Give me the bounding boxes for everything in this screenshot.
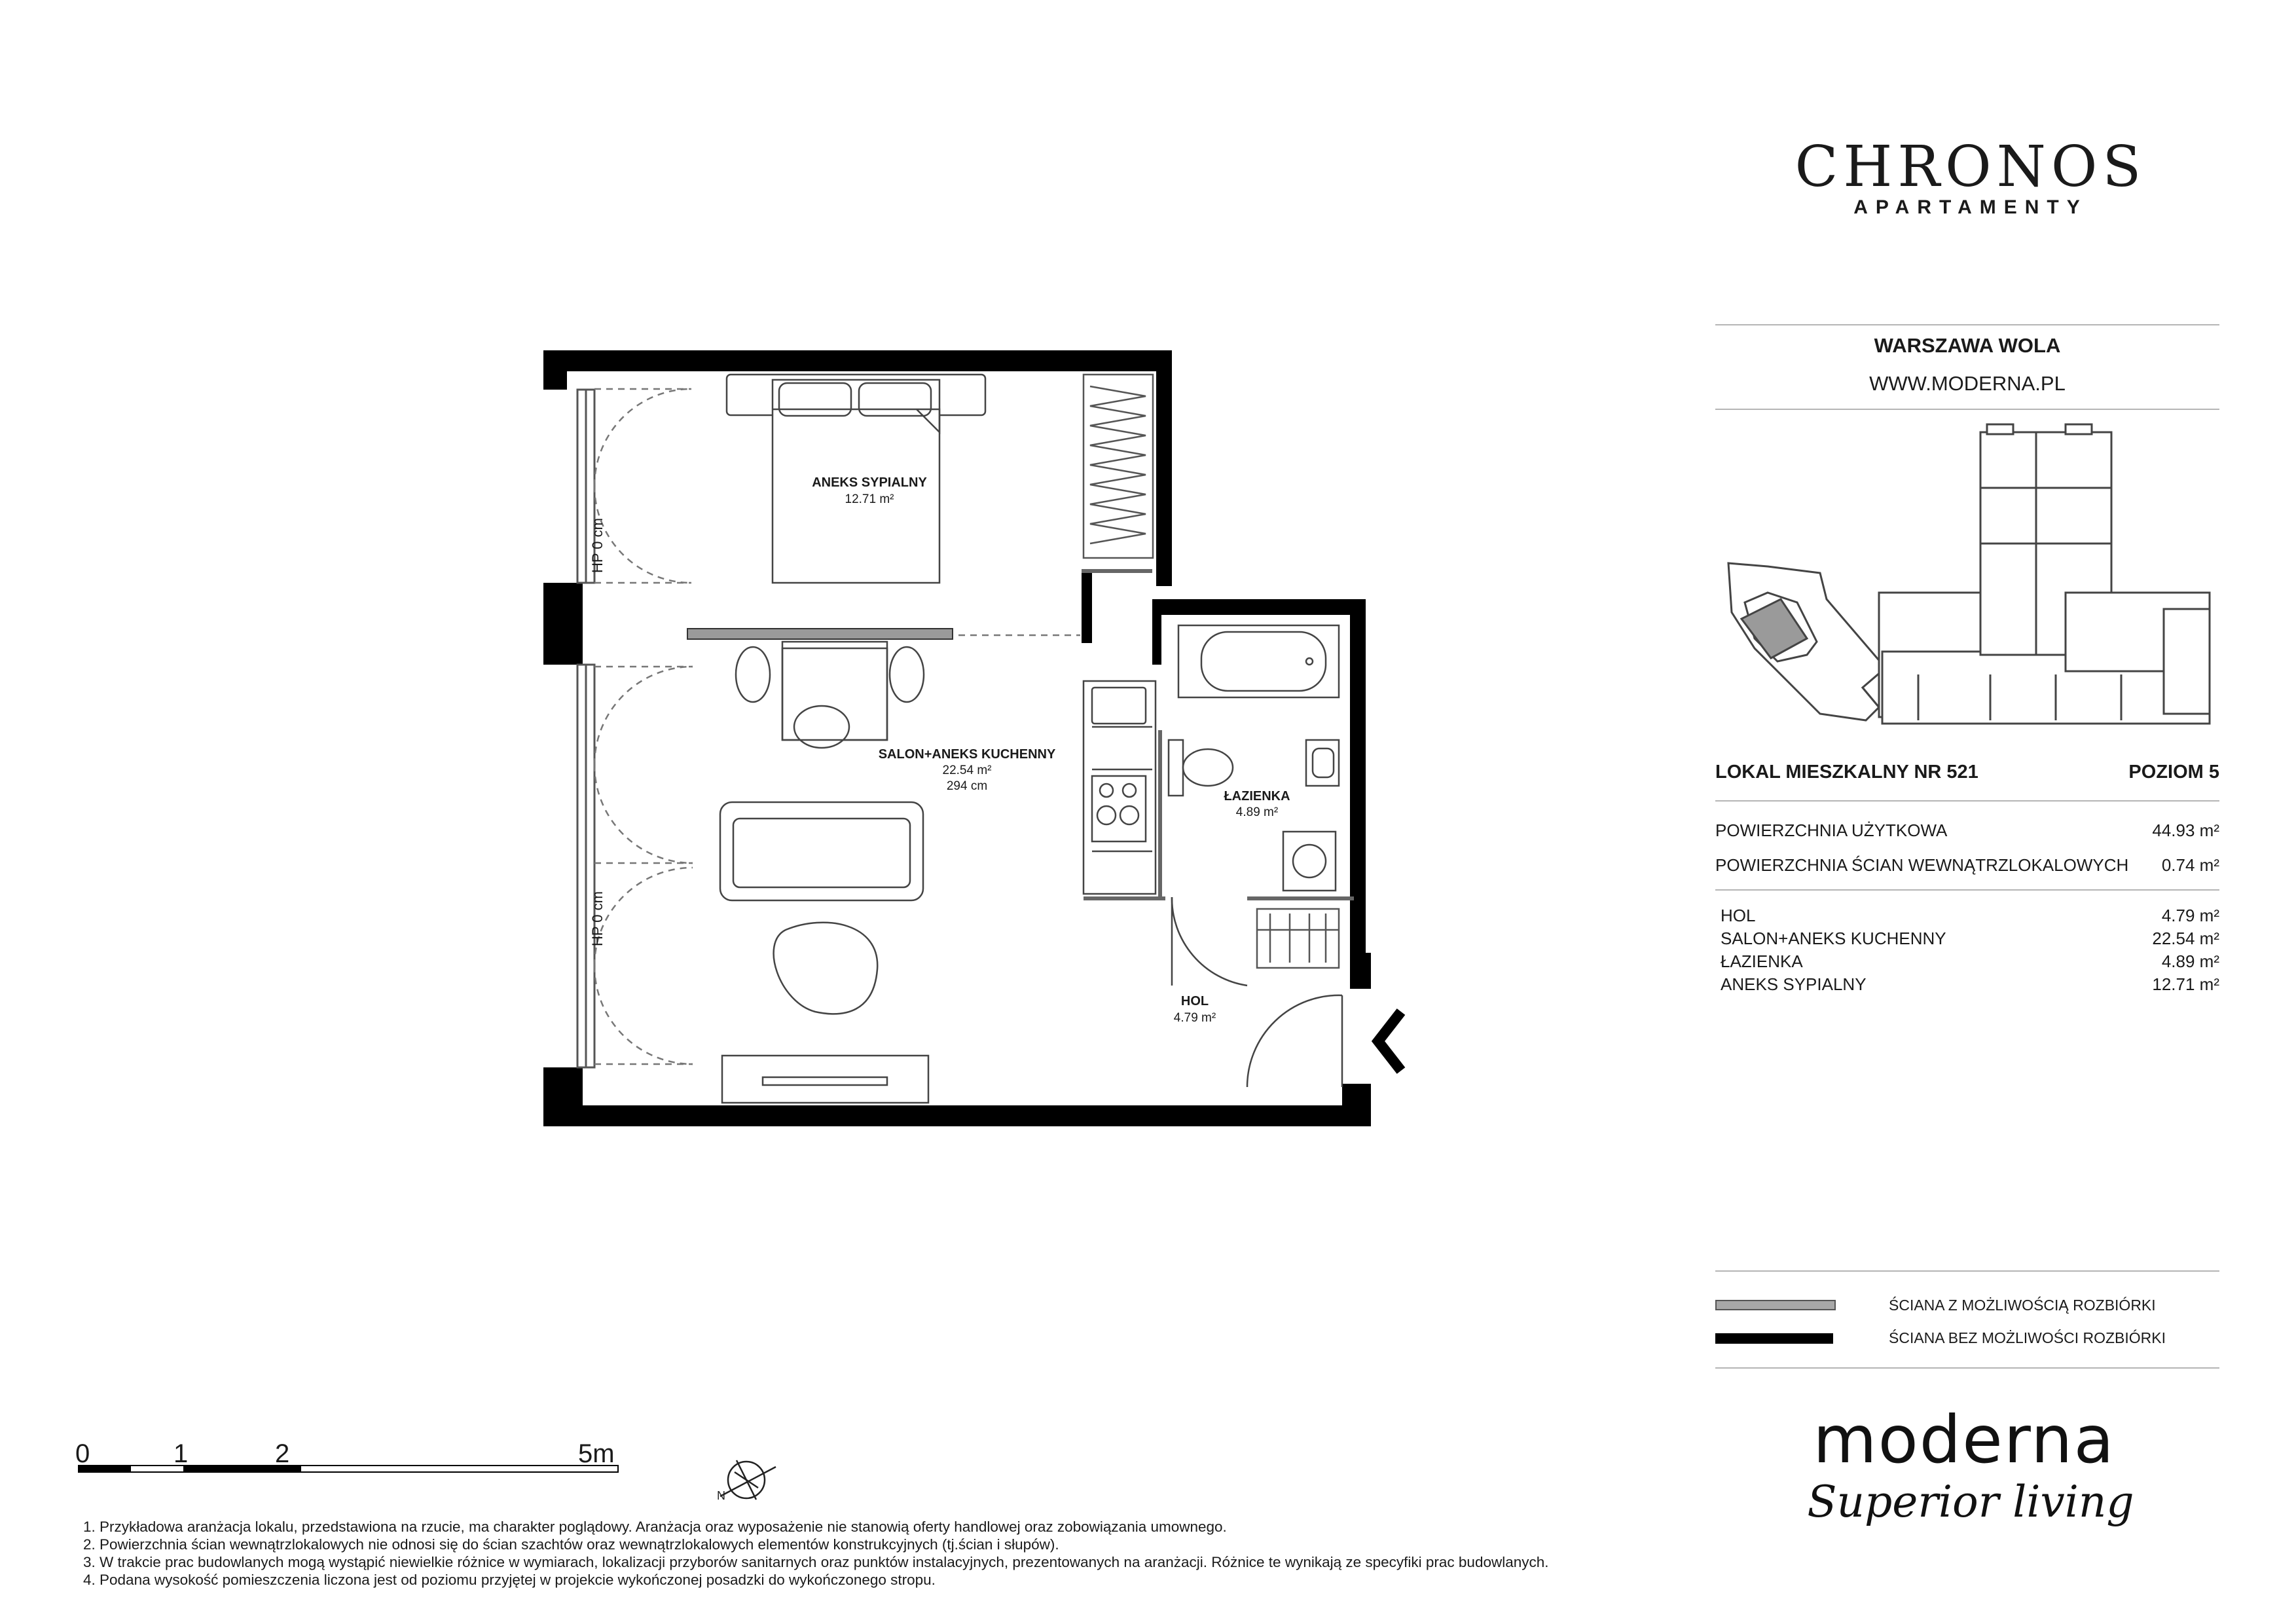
divider [1715, 1367, 2219, 1369]
toilet [1167, 739, 1234, 797]
window-height-lower: HP 0 cm [589, 891, 606, 946]
room-name: HOL [1721, 906, 1756, 925]
wall-right-lower [1350, 599, 1366, 957]
divider [1715, 1270, 2219, 1272]
divider [1715, 800, 2219, 802]
tv-cabinet [721, 1054, 930, 1104]
room-area-hall: 4.79 m² [1174, 1011, 1216, 1025]
coffee-table [773, 921, 879, 1015]
room-height-living: 294 cm [947, 779, 987, 793]
room-area: 4.79 m² [2161, 906, 2219, 925]
scale-bar [78, 1465, 619, 1473]
sliding-partition [687, 628, 953, 640]
summary-label: POWIERZCHNIA ŚCIAN WEWNĄTRZLOKALOWYCH [1715, 855, 2129, 875]
bathtub [1177, 624, 1340, 699]
summary-label: POWIERZCHNIA UŻYTKOWA [1715, 821, 1948, 840]
footnote: 2. Powierzchnia ścian wewnątrzlokalowych… [83, 1536, 1059, 1553]
pillar-left-middle [543, 583, 583, 665]
wall-left-upper [543, 350, 567, 390]
room-name: SALON+ANEKS KUCHENNY [1721, 929, 1946, 948]
compass-icon [720, 1460, 776, 1500]
room-area-living: 22.54 m² [943, 764, 992, 777]
footnotes: 1. Przykładowa aranżacja lokalu, przedst… [83, 1518, 1759, 1589]
key-plan [1727, 423, 2211, 725]
footnote: 1. Przykładowa aranżacja lokalu, przedst… [83, 1519, 1227, 1535]
legend-label-removable: ŚCIANA Z MOŻLIWOŚCIĄ ROZBIÓRKI [1889, 1297, 2156, 1314]
wall-right-upper [1156, 350, 1172, 586]
window-height-upper: HP 0 cm [589, 518, 606, 573]
location: WARSZAWA WOLA [1874, 334, 2061, 357]
room-row: HOL 4.79 m² [1721, 906, 2219, 926]
room-area: 4.89 m² [2161, 951, 2219, 971]
door-jamb-bottom [1342, 1084, 1371, 1126]
compass-north-label: N [717, 1489, 725, 1502]
washbasin [1305, 739, 1340, 787]
wardrobe [1082, 373, 1154, 559]
brand-logo: CHRONOS [1795, 134, 2147, 200]
legend-label-structural: ŚCIANA BEZ MOŻLIWOŚCI ROZBIÓRKI [1889, 1329, 2166, 1346]
footnote: 4. Podana wysokość pomieszczenia liczona… [83, 1572, 936, 1588]
doors [1171, 896, 1343, 1088]
wall-kitchen-column [1082, 571, 1092, 643]
room-label-bedroom: ANEKS SYPIALNY [812, 475, 927, 490]
divider [1715, 324, 2219, 325]
unit-header: LOKAL MIESZKALNY NR 521 POZIOM 5 [1715, 762, 2219, 783]
kitchen-unit [1082, 680, 1157, 895]
sofa [719, 801, 924, 902]
bed [725, 373, 987, 584]
divider [1715, 889, 2219, 891]
load-bearing-walls [543, 350, 1371, 1126]
dining-set [735, 640, 925, 749]
windows-left [576, 388, 596, 1069]
footnote: 3. W trakcie prac budowlanych mogą wystą… [83, 1554, 1549, 1570]
scale-label: 2 [275, 1439, 290, 1468]
door-jamb-right [1350, 953, 1371, 989]
summary-row: POWIERZCHNIA ŚCIAN WEWNĄTRZLOKALOWYCH 0.… [1715, 855, 2219, 876]
brand-subtitle: APARTAMENTY [1853, 196, 2088, 218]
wall-left-lower [543, 1067, 583, 1126]
hall-wardrobe [1256, 908, 1340, 969]
room-row: SALON+ANEKS KUCHENNY 22.54 m² [1721, 929, 2219, 949]
partition-walls [1082, 569, 1354, 900]
wall-bath-left [1152, 599, 1161, 665]
room-name: ŁAZIENKA [1721, 951, 1803, 971]
room-area-bedroom: 12.71 m² [845, 492, 894, 506]
room-label-bathroom: ŁAZIENKA [1224, 789, 1290, 803]
washing-machine [1282, 830, 1337, 892]
entrance-arrow-icon [1371, 1008, 1406, 1074]
room-row: ŁAZIENKA 4.89 m² [1721, 951, 2219, 972]
wall-step-top [1152, 599, 1365, 615]
summary-row: POWIERZCHNIA UŻYTKOWA 44.93 m² [1715, 821, 2219, 841]
room-label-living: SALON+ANEKS KUCHENNY [879, 747, 1056, 762]
website-link[interactable]: WWW.MODERNA.PL [1869, 372, 2066, 395]
summary-value: 0.74 m² [2161, 855, 2219, 875]
scale-label: 1 [173, 1439, 189, 1468]
legend-swatch-structural [1715, 1333, 1833, 1344]
unit-level: POZIOM 5 [2128, 762, 2219, 783]
developer-logo: moderna [1813, 1401, 2115, 1478]
summary-value: 44.93 m² [2152, 821, 2219, 840]
key-plan-unit-highlight [1740, 598, 1809, 659]
divider [1715, 409, 2219, 410]
scale-label: 5m [578, 1439, 615, 1468]
room-row: ANEKS SYPIALNY 12.71 m² [1721, 974, 2219, 995]
room-label-hall: HOL [1181, 994, 1209, 1008]
wall-top-left [543, 350, 1171, 371]
unit-title: LOKAL MIESZKALNY NR 521 [1715, 762, 1978, 783]
scale-label: 0 [75, 1439, 90, 1468]
legend-swatch-removable [1715, 1300, 1836, 1310]
room-area: 22.54 m² [2152, 929, 2219, 948]
room-area-bathroom: 4.89 m² [1236, 805, 1278, 819]
developer-tagline: Superior living [1807, 1477, 2134, 1527]
room-area: 12.71 m² [2152, 974, 2219, 994]
room-name: ANEKS SYPIALNY [1721, 974, 1867, 994]
wall-bottom [543, 1105, 1371, 1126]
